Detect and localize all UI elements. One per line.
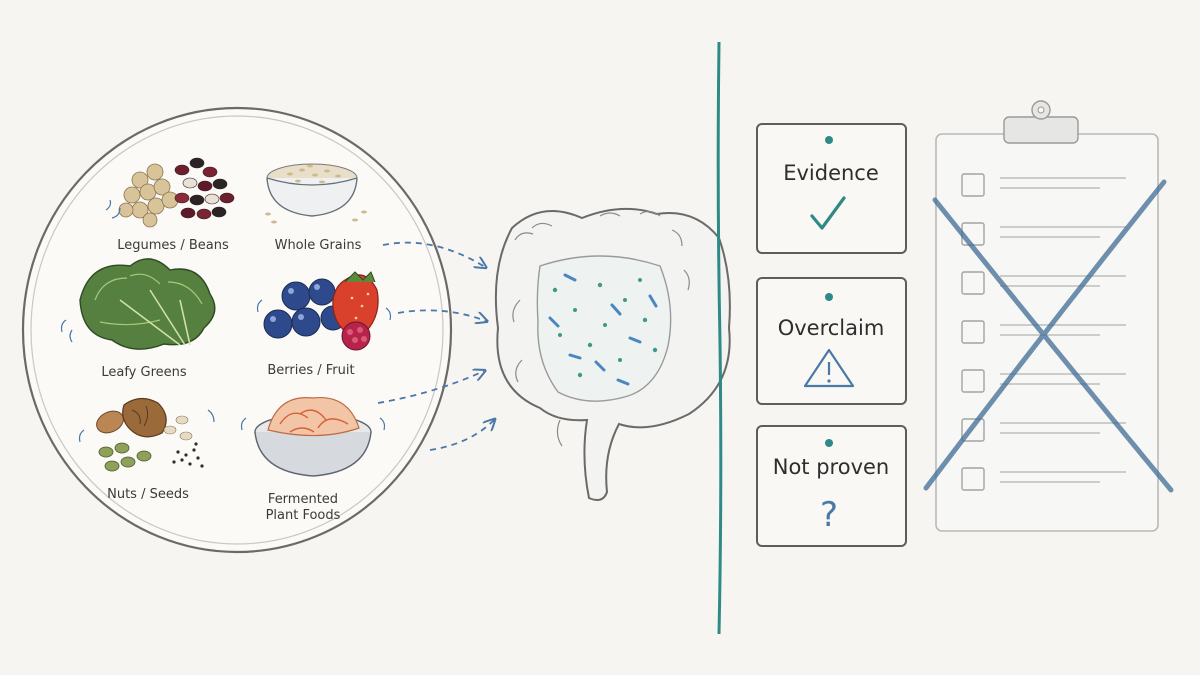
overclaim-card: Overclaim	[756, 277, 907, 405]
evidence-card: Evidence	[756, 123, 907, 254]
food-label-plant-foods: Plant Foods	[266, 508, 341, 523]
microbe-dots	[552, 278, 658, 378]
cross-out-icon	[923, 179, 1174, 493]
grain-bowl-icon	[265, 163, 367, 224]
clipboard-icon	[923, 100, 1174, 532]
checklist-checkbox	[961, 320, 985, 344]
fermented-bowl-icon	[240, 396, 386, 477]
checkmark-icon	[810, 196, 846, 230]
intestine-icon	[494, 207, 731, 501]
card-label-overclaim: Overclaim	[778, 316, 885, 340]
food-to-gut-arrows	[377, 241, 494, 451]
card-label-evidence: Evidence	[783, 161, 879, 185]
food-plate	[21, 106, 453, 554]
not-proven-card: Not proven ?	[756, 425, 907, 547]
checklist-checkbox	[961, 369, 985, 393]
checklist-checkbox	[961, 467, 985, 491]
food-label-leafy-greens: Leafy Greens	[101, 365, 187, 380]
food-label-fermented: Fermented	[268, 492, 338, 507]
arrow-4	[429, 420, 494, 451]
arrow-3	[377, 371, 484, 404]
card-label-not-proven: Not proven	[773, 455, 889, 479]
warning-icon	[803, 348, 855, 388]
food-label-legumes: Legumes / Beans	[117, 238, 229, 253]
checklist-checkbox	[961, 271, 985, 295]
food-label-whole-grains: Whole Grains	[275, 238, 362, 253]
microbe-rods	[548, 273, 658, 386]
question-mark-icon: ?	[820, 495, 838, 535]
berries-icon	[256, 271, 392, 351]
checklist-checkbox	[961, 418, 985, 442]
checklist-checkbox	[961, 173, 985, 197]
divider-line	[716, 41, 723, 635]
food-label-berries: Berries / Fruit	[267, 363, 354, 378]
nuts-seeds-icon	[78, 397, 215, 472]
arrow-2	[397, 309, 486, 321]
food-label-nuts-seeds: Nuts / Seeds	[107, 487, 189, 502]
beans-icon	[105, 157, 235, 228]
kale-icon	[60, 258, 216, 350]
